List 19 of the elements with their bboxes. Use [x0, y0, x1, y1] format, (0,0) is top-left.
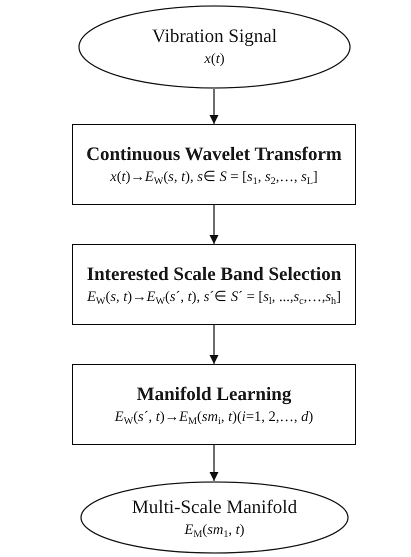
- formula: E$_{W}$(s, t)→E$_{W}$(s´, t), s´∈ S´ = [s$_{l}$, ...,s$_{c}$,…,s$_{h}$]: [87, 288, 341, 306]
- terminal-ellipse: [80, 481, 349, 554]
- arrow: [210, 445, 218, 481]
- arrow: [210, 89, 218, 124]
- step-title: Interested Scale Band Selection: [86, 262, 342, 286]
- formula: x(t): [204, 50, 225, 69]
- step-title: Manifold Learning: [136, 382, 292, 406]
- formula: E$_{M}$(sm$_{1}$, t): [184, 520, 245, 540]
- formula: E$_{W}$(s´, t)→E$_{M}$(sm$_{i}$, t)(i=1, 2,…, d): [114, 408, 314, 426]
- process-box: [72, 364, 356, 445]
- step-title: Vibration Signal: [152, 25, 277, 49]
- step-title: Multi-Scale Manifold: [132, 496, 298, 520]
- formula: x(t)→E$_{W}$(s, t), s∈ S = [s$_{1}$, s$_{2}$,…, s$_{L}$]: [110, 168, 318, 186]
- process-box: [72, 244, 356, 325]
- arrow: [210, 325, 218, 364]
- step-title: Continuous Wavelet Transform: [86, 142, 342, 166]
- arrow: [210, 205, 218, 244]
- terminal-ellipse: [78, 5, 351, 89]
- process-box: [72, 124, 356, 205]
